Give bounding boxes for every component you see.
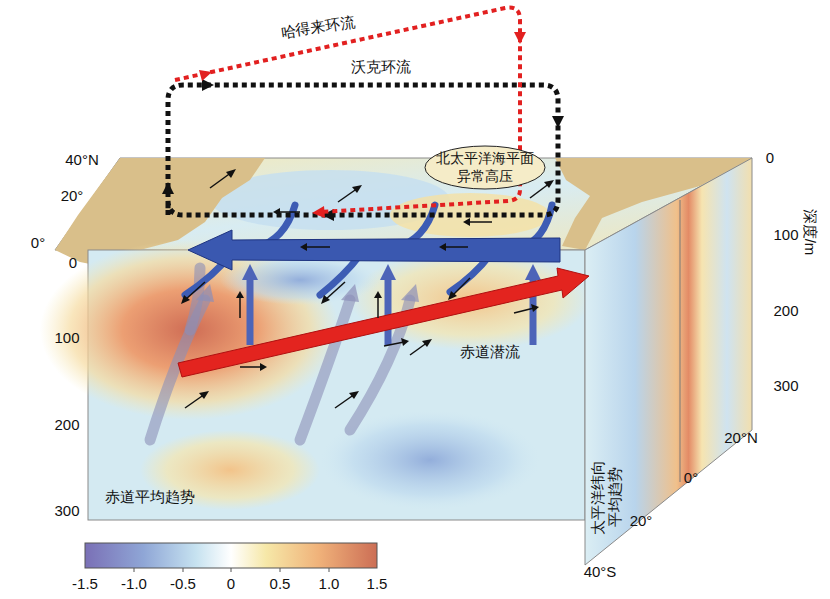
upwelling-arrow bbox=[250, 278, 533, 345]
equator-line bbox=[680, 200, 681, 482]
colorbar-ticks bbox=[134, 568, 329, 572]
circulation-name: 沃克环流 bbox=[351, 58, 411, 75]
latitude-tick: 20°N bbox=[724, 429, 758, 446]
colorbar-tick: 0.5 bbox=[270, 575, 291, 592]
colorbar bbox=[85, 543, 377, 568]
undercurrent-arrow bbox=[178, 268, 589, 377]
depth-tick: 300 bbox=[773, 377, 798, 394]
pressure-ellipse: 北太平洋海平面 异常高压 bbox=[424, 145, 546, 190]
depth-tick: 100 bbox=[54, 329, 79, 346]
walker-loop bbox=[168, 85, 558, 215]
section-title: 赤道平均趋势 bbox=[105, 488, 195, 505]
latitude-tick: 0° bbox=[31, 234, 45, 251]
colorbar-tick: 1.0 bbox=[319, 575, 340, 592]
hadley-arrowhead bbox=[199, 32, 526, 218]
meridional-section bbox=[585, 158, 752, 565]
circulation-name: 哈得来环流 bbox=[280, 13, 357, 41]
flow-arrow bbox=[185, 172, 550, 408]
depth-tick: 300 bbox=[54, 502, 79, 519]
latitude-tick: 0° bbox=[684, 469, 698, 486]
depth-tick: 200 bbox=[773, 302, 798, 319]
axis-title: 深度/m bbox=[801, 209, 818, 256]
latitude-tick: 40°N bbox=[65, 151, 99, 168]
upwelling-arrowhead bbox=[242, 264, 541, 280]
colorbar-tick: -1.0 bbox=[121, 575, 147, 592]
colorbar-tick: -0.5 bbox=[170, 575, 196, 592]
latitude-tick: 40°S bbox=[584, 563, 617, 580]
surface-current-arrow bbox=[188, 230, 560, 270]
depth-tick: 0 bbox=[69, 254, 77, 271]
current-name: 赤道潜流 bbox=[460, 343, 520, 360]
pressure-label: 北太平洋海平面 异常高压 bbox=[435, 150, 535, 185]
depth-tick: 0 bbox=[766, 149, 774, 166]
latitude-tick: 20° bbox=[61, 187, 84, 204]
colorbar-tick: 0 bbox=[227, 575, 235, 592]
section-title: 太平洋纬向平均趋势 bbox=[589, 457, 624, 537]
depth-tick: 200 bbox=[54, 416, 79, 433]
ellipse-shape bbox=[425, 146, 545, 189]
depth-tick: 100 bbox=[773, 226, 798, 243]
colorbar-tick: 1.5 bbox=[367, 575, 388, 592]
colorbar-tick: -1.5 bbox=[72, 575, 98, 592]
asia-land bbox=[55, 158, 265, 250]
latitude-tick: 20° bbox=[630, 512, 653, 529]
cool-anomaly bbox=[220, 255, 380, 305]
